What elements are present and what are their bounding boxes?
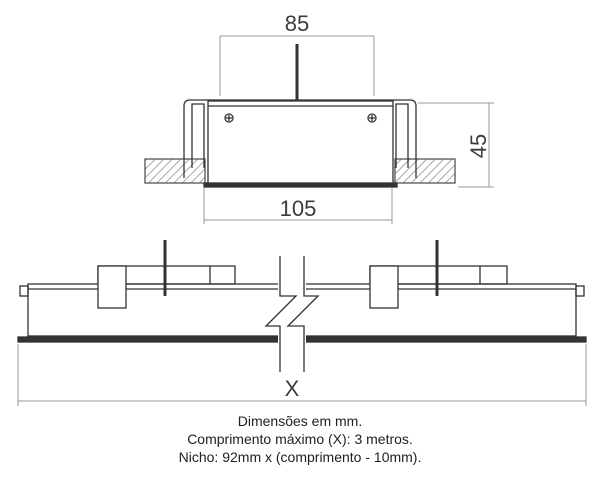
dimension-height-label: 45 (466, 134, 491, 158)
note-max-length: Comprimento máximo (X): 3 metros. (187, 431, 413, 447)
ceiling-right-hatch (394, 158, 456, 184)
dimension-top-width-label: 85 (285, 11, 309, 36)
left-bracket (191, 103, 205, 168)
dimension-bottom-width (203, 188, 393, 224)
notes: Dimensões em mm. Comprimento máximo (X):… (0, 412, 600, 466)
note-niche: Nicho: 92mm x (comprimento - 10mm). (178, 449, 422, 465)
screw-icon (367, 113, 377, 123)
bottom-flange (203, 182, 398, 188)
dimension-length-label: X (285, 376, 300, 401)
dimension-height (418, 102, 494, 188)
side-view (17, 240, 587, 372)
cross-section-view (144, 44, 456, 188)
end-cap-right (575, 285, 585, 297)
dimension-top-width (219, 35, 375, 96)
break-line-left (264, 256, 298, 372)
note-units: Dimensões em mm. (237, 413, 363, 429)
inner-box (207, 100, 394, 186)
housing-outline (183, 99, 417, 178)
right-bracket (395, 103, 409, 168)
technical-drawing: 85 45 105 (17, 11, 587, 406)
ceiling-left-hatch (144, 158, 206, 184)
end-cap-left (19, 285, 29, 297)
screw-icon (224, 113, 234, 123)
break-line-right (286, 256, 320, 372)
dimension-bottom-width-label: 105 (280, 196, 317, 221)
dimension-length (17, 344, 587, 406)
